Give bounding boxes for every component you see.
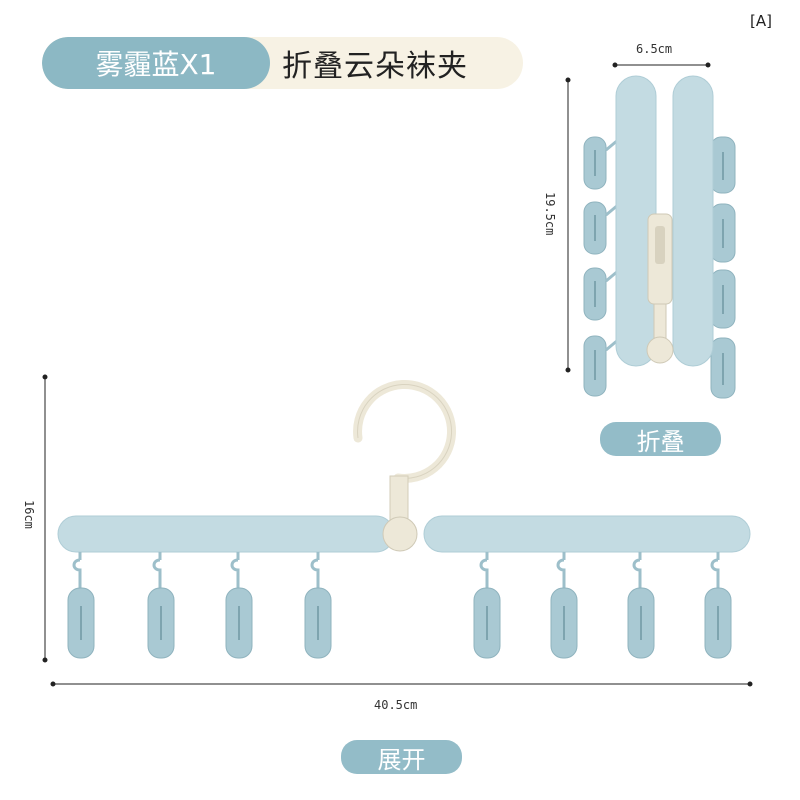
folded-height-dimension [565,77,571,373]
folded-width-label: 6.5cm [636,42,673,56]
folded-width-dimension [612,62,711,68]
color-name-label: 雾霾蓝X1 [42,37,270,89]
product-name-label: 折叠云朵袜夹 [282,49,468,84]
unfolded-height-dimension [42,374,48,663]
variant-tag: [A] [750,12,772,30]
folded-height-label: 19.5cm [543,192,557,236]
unfolded-width-label: 40.5cm [374,698,418,712]
unfolded-height-label: 16cm [22,500,36,529]
title-banner: 雾霾蓝X1 折叠云朵袜夹 [42,37,523,89]
unfolded-hanger [57,380,751,659]
unfolded-label: 展开 [341,740,462,774]
folded-label: 折叠 [600,422,721,456]
folded-hanger [583,75,736,399]
unfolded-width-dimension [50,681,753,687]
